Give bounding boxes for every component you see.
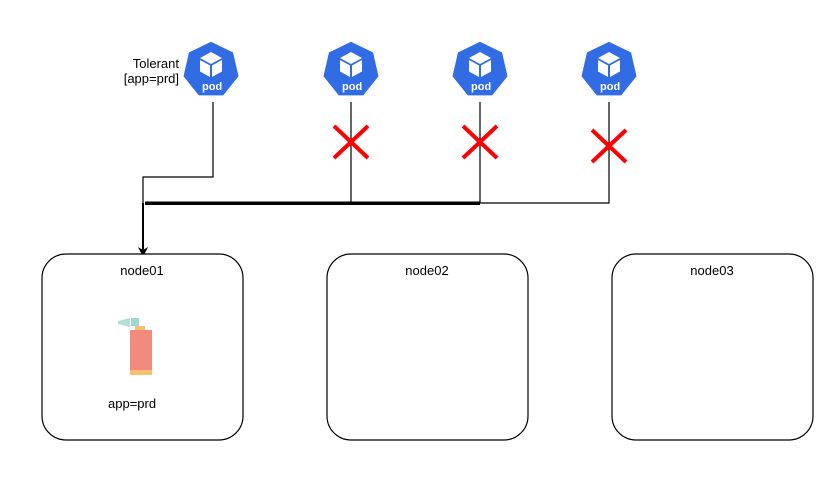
node-box (611, 253, 814, 441)
pod-label: pod (202, 81, 223, 93)
reject-x-icon (461, 124, 499, 160)
spray-can-icon (118, 318, 152, 375)
taint-label: app=prd (108, 396, 157, 411)
reject-x-icon (590, 128, 628, 164)
pod1-connector (142, 102, 214, 203)
toleration-label-line1: Tolerant (132, 56, 179, 71)
node-title: node03 (690, 263, 734, 278)
pod-label: pod (342, 81, 363, 93)
pod-label: pod (600, 81, 621, 93)
toleration-label: Tolerant [app=prd] (111, 56, 179, 86)
pod-label: pod (471, 81, 492, 93)
connector-lines (138, 102, 610, 257)
pod4-connector (145, 102, 610, 204)
toleration-label-line2: [app=prd] (123, 71, 179, 86)
node-title: node02 (405, 263, 449, 278)
node-box (326, 253, 529, 441)
node-title: node01 (120, 263, 164, 278)
reject-x-icon (332, 124, 370, 160)
